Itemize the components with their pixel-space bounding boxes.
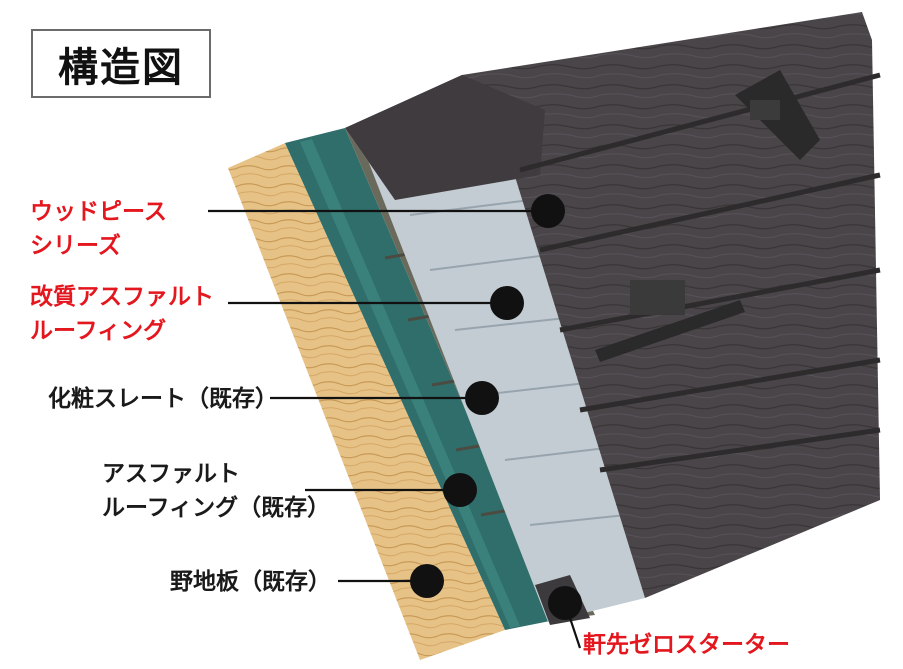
label-asphalt-roofing-existing: アスファルト ルーフィング（既存） [102, 461, 331, 521]
label-slate-existing: 化粧スレート（既存） [48, 386, 278, 412]
marker-modified-roofing [490, 286, 524, 320]
marker-dots [410, 194, 582, 620]
label-nojiita-existing: 野地板（既存） [170, 569, 331, 595]
label-wood-piece-series: ウッドピース シリーズ [30, 199, 167, 259]
page-title: 構造図 [31, 29, 211, 98]
marker-asphalt-roofing [443, 473, 477, 507]
label-modified-asphalt-roofing: 改質アスファルト ルーフィング [30, 284, 214, 344]
marker-eaves-starter [548, 586, 582, 620]
marker-nojiita [410, 564, 444, 598]
marker-wood-piece [531, 194, 565, 228]
snow-guard-upper [735, 70, 820, 160]
label-eaves-zero-starter: 軒先ゼロスターター [583, 632, 790, 658]
nojiita-layer [228, 143, 505, 660]
snow-guard-lower [595, 280, 745, 362]
marker-slate [465, 381, 499, 415]
modified-roofing-layer [360, 128, 645, 622]
